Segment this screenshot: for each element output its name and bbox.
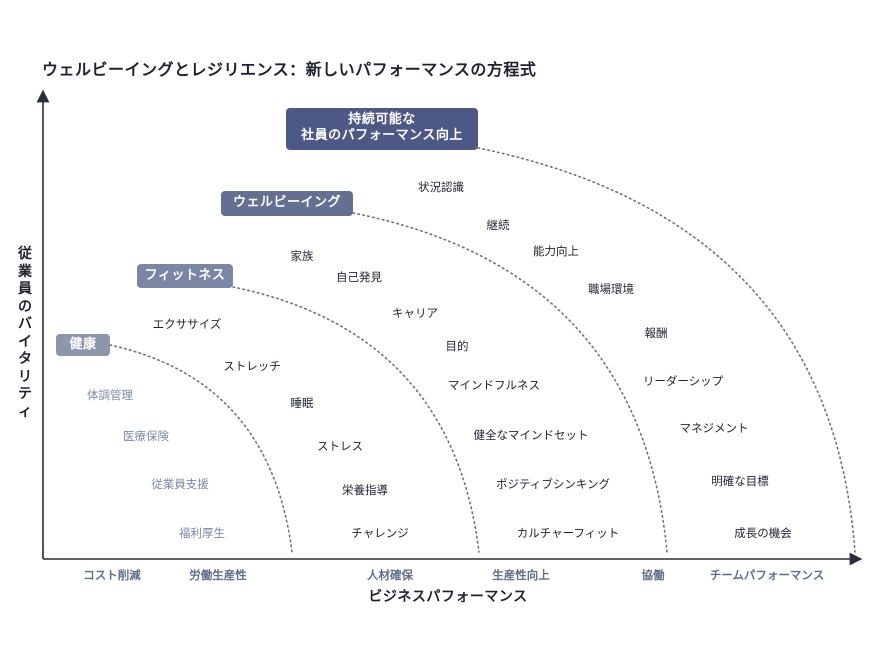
tier-badge-label: ウェルビーイング <box>232 195 341 210</box>
item-label: 能力向上 <box>533 244 579 258</box>
arc-health <box>109 344 293 553</box>
y-axis-title: 従業員のバイタリティ <box>18 246 32 420</box>
item-label: 福利厚生 <box>179 526 225 540</box>
item-label: 継続 <box>486 218 510 232</box>
item-label: 目的 <box>445 339 469 353</box>
arc-wellbeing <box>352 212 668 553</box>
item-label: 明確な目標 <box>711 474 769 488</box>
item-label: カルチャーフィット <box>516 526 620 540</box>
item-label: キャリア <box>392 306 438 320</box>
item-label: 体調管理 <box>87 388 133 402</box>
item-label: 医療保険 <box>123 429 169 443</box>
item-label: 成長の機会 <box>734 526 792 540</box>
item-label: 従業員支援 <box>151 477 209 491</box>
page-title: ウェルビーイングとレジリエンス：新しいパフォーマンスの方程式 <box>42 60 537 79</box>
item-label: マネジメント <box>679 421 749 435</box>
item-label: 家族 <box>290 249 314 263</box>
item-label: チャレンジ <box>351 526 409 540</box>
item-label: 健全なマインドセット <box>473 428 589 442</box>
tier-badge-fitness: フィットネス <box>137 264 233 288</box>
item-label: 睡眠 <box>290 396 314 410</box>
tier-badge-sustainable: 持続可能な 社員のパフォーマンス向上 <box>286 108 478 150</box>
tier-badge-health: 健康 <box>56 334 110 356</box>
x-tick-label: チームパフォーマンス <box>709 568 825 582</box>
tier-badge-label: フィットネス <box>144 268 226 283</box>
x-tick-label: 協働 <box>641 568 665 582</box>
item-label: 栄養指導 <box>342 483 388 497</box>
item-label: 状況認識 <box>418 180 464 194</box>
tier-badge-wellbeing: ウェルビーイング <box>221 191 353 216</box>
item-label: マインドフルネス <box>448 378 540 392</box>
tier-badge-label: 健康 <box>69 337 97 352</box>
tier-badge-label: 持続可能な <box>348 112 416 127</box>
arc-fitness <box>232 286 480 553</box>
x-tick-label: 労働生産性 <box>189 568 247 582</box>
item-label: ストレッチ <box>223 359 281 373</box>
x-tick-label: 生産性向上 <box>492 568 550 582</box>
x-tick-label: コスト削減 <box>83 568 141 582</box>
item-label: リーダーシップ <box>642 374 724 388</box>
x-tick-label: 人材確保 <box>367 568 413 582</box>
item-label: 職場環境 <box>588 282 634 296</box>
x-axis-title: ビジネスパフォーマンス <box>368 589 528 605</box>
item-label: ポジティブシンキング <box>496 477 610 491</box>
arc-sustainable <box>477 147 856 553</box>
tier-badge-label: 社員のパフォーマンス向上 <box>301 128 463 144</box>
item-label: ストレス <box>317 439 363 453</box>
item-label: 報酬 <box>644 326 668 340</box>
item-label: 自己発見 <box>336 270 382 284</box>
item-label: エクササイズ <box>152 317 222 331</box>
